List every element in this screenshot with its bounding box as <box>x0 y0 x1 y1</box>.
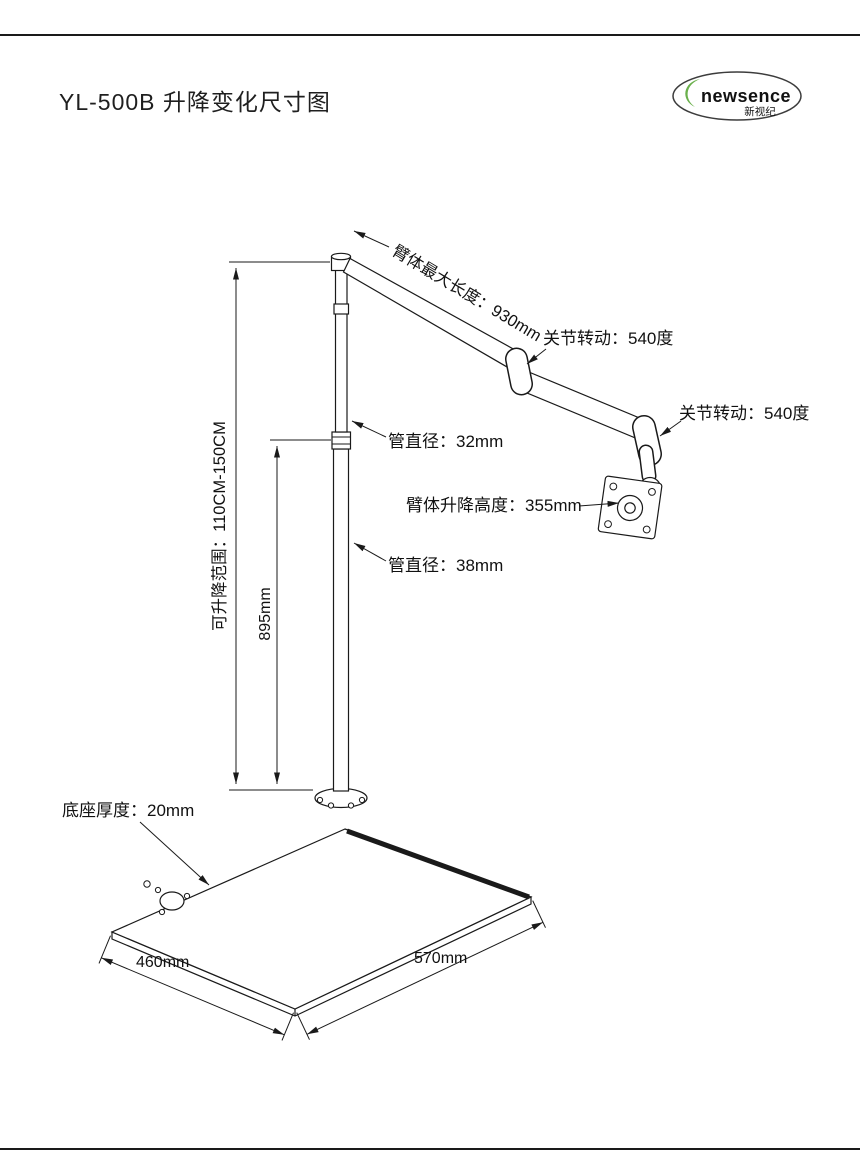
pole-collar <box>331 431 352 450</box>
label-arm-lift-height: 臂体升降高度：355mm <box>406 496 620 515</box>
page-title: YL-500B 升降变化尺寸图 <box>59 89 331 115</box>
base-plate-screw-hole <box>183 892 191 900</box>
label-joint-rotation-2: 关节转动：540度 <box>659 404 809 437</box>
base-plate-screw-hole <box>158 908 166 916</box>
sheet-border-bottom <box>0 1148 860 1150</box>
label-tube-diameter-lower: 管直径：38mm <box>353 542 503 575</box>
pole-upper-tube <box>334 269 348 433</box>
base-plate-grommet-hole <box>159 891 185 911</box>
dim-lift-range-label: 可升降范围：110CM-150CM <box>210 421 229 631</box>
label-base-thickness: 底座厚度：20mm <box>62 801 210 886</box>
dim-base-depth: 570mm <box>296 900 546 1040</box>
leaf-icon <box>685 79 700 107</box>
base-plate-screw-hole <box>154 886 162 894</box>
logo-ellipse <box>672 71 802 121</box>
label-tube-diameter-upper: 管直径：32mm <box>351 420 503 451</box>
label-joint-rotation-2-text: 关节转动：540度 <box>679 404 809 423</box>
base-plate-screw-hole <box>143 880 151 888</box>
arm-lower-segment <box>516 369 649 442</box>
vesa-mount-plate <box>597 475 663 540</box>
label-joint-rotation-1: 关节转动：540度 <box>526 329 673 365</box>
label-tube-diameter-upper-text: 管直径：32mm <box>388 432 503 451</box>
pole <box>314 252 368 809</box>
pole-base-flange <box>314 787 368 809</box>
pole-ring <box>333 303 350 315</box>
dim-pole-height-label: 895mm <box>257 587 274 640</box>
label-arm-lift-height-text: 臂体升降高度：355mm <box>406 496 582 515</box>
base-plate <box>110 828 533 1017</box>
brand-logo: newsence 新视纪 <box>672 71 802 121</box>
label-joint-rotation-1-text: 关节转动：540度 <box>543 329 673 348</box>
label-tube-diameter-lower-text: 管直径：38mm <box>388 556 503 575</box>
arm-assembly <box>342 257 663 540</box>
sheet-border-top <box>0 34 860 36</box>
pole-lower-tube <box>332 448 350 792</box>
arm-joint-1 <box>505 347 533 396</box>
dim-pole-height: 895mm <box>257 439 331 784</box>
dim-base-width: 460mm <box>98 935 294 1041</box>
logo-subtitle-text: 新视纪 <box>744 105 776 118</box>
base-plate-top-face <box>110 828 533 1010</box>
dim-base-width-label: 460mm <box>136 954 189 971</box>
dim-lift-range: 可升降范围：110CM-150CM <box>210 261 330 791</box>
dim-base-depth-label: 570mm <box>414 950 467 967</box>
arm-drop-link <box>638 444 657 484</box>
logo-brand-text: newsence <box>701 86 791 106</box>
base-plate-edge-highlight <box>346 828 530 900</box>
label-base-thickness-text: 底座厚度：20mm <box>62 801 194 820</box>
